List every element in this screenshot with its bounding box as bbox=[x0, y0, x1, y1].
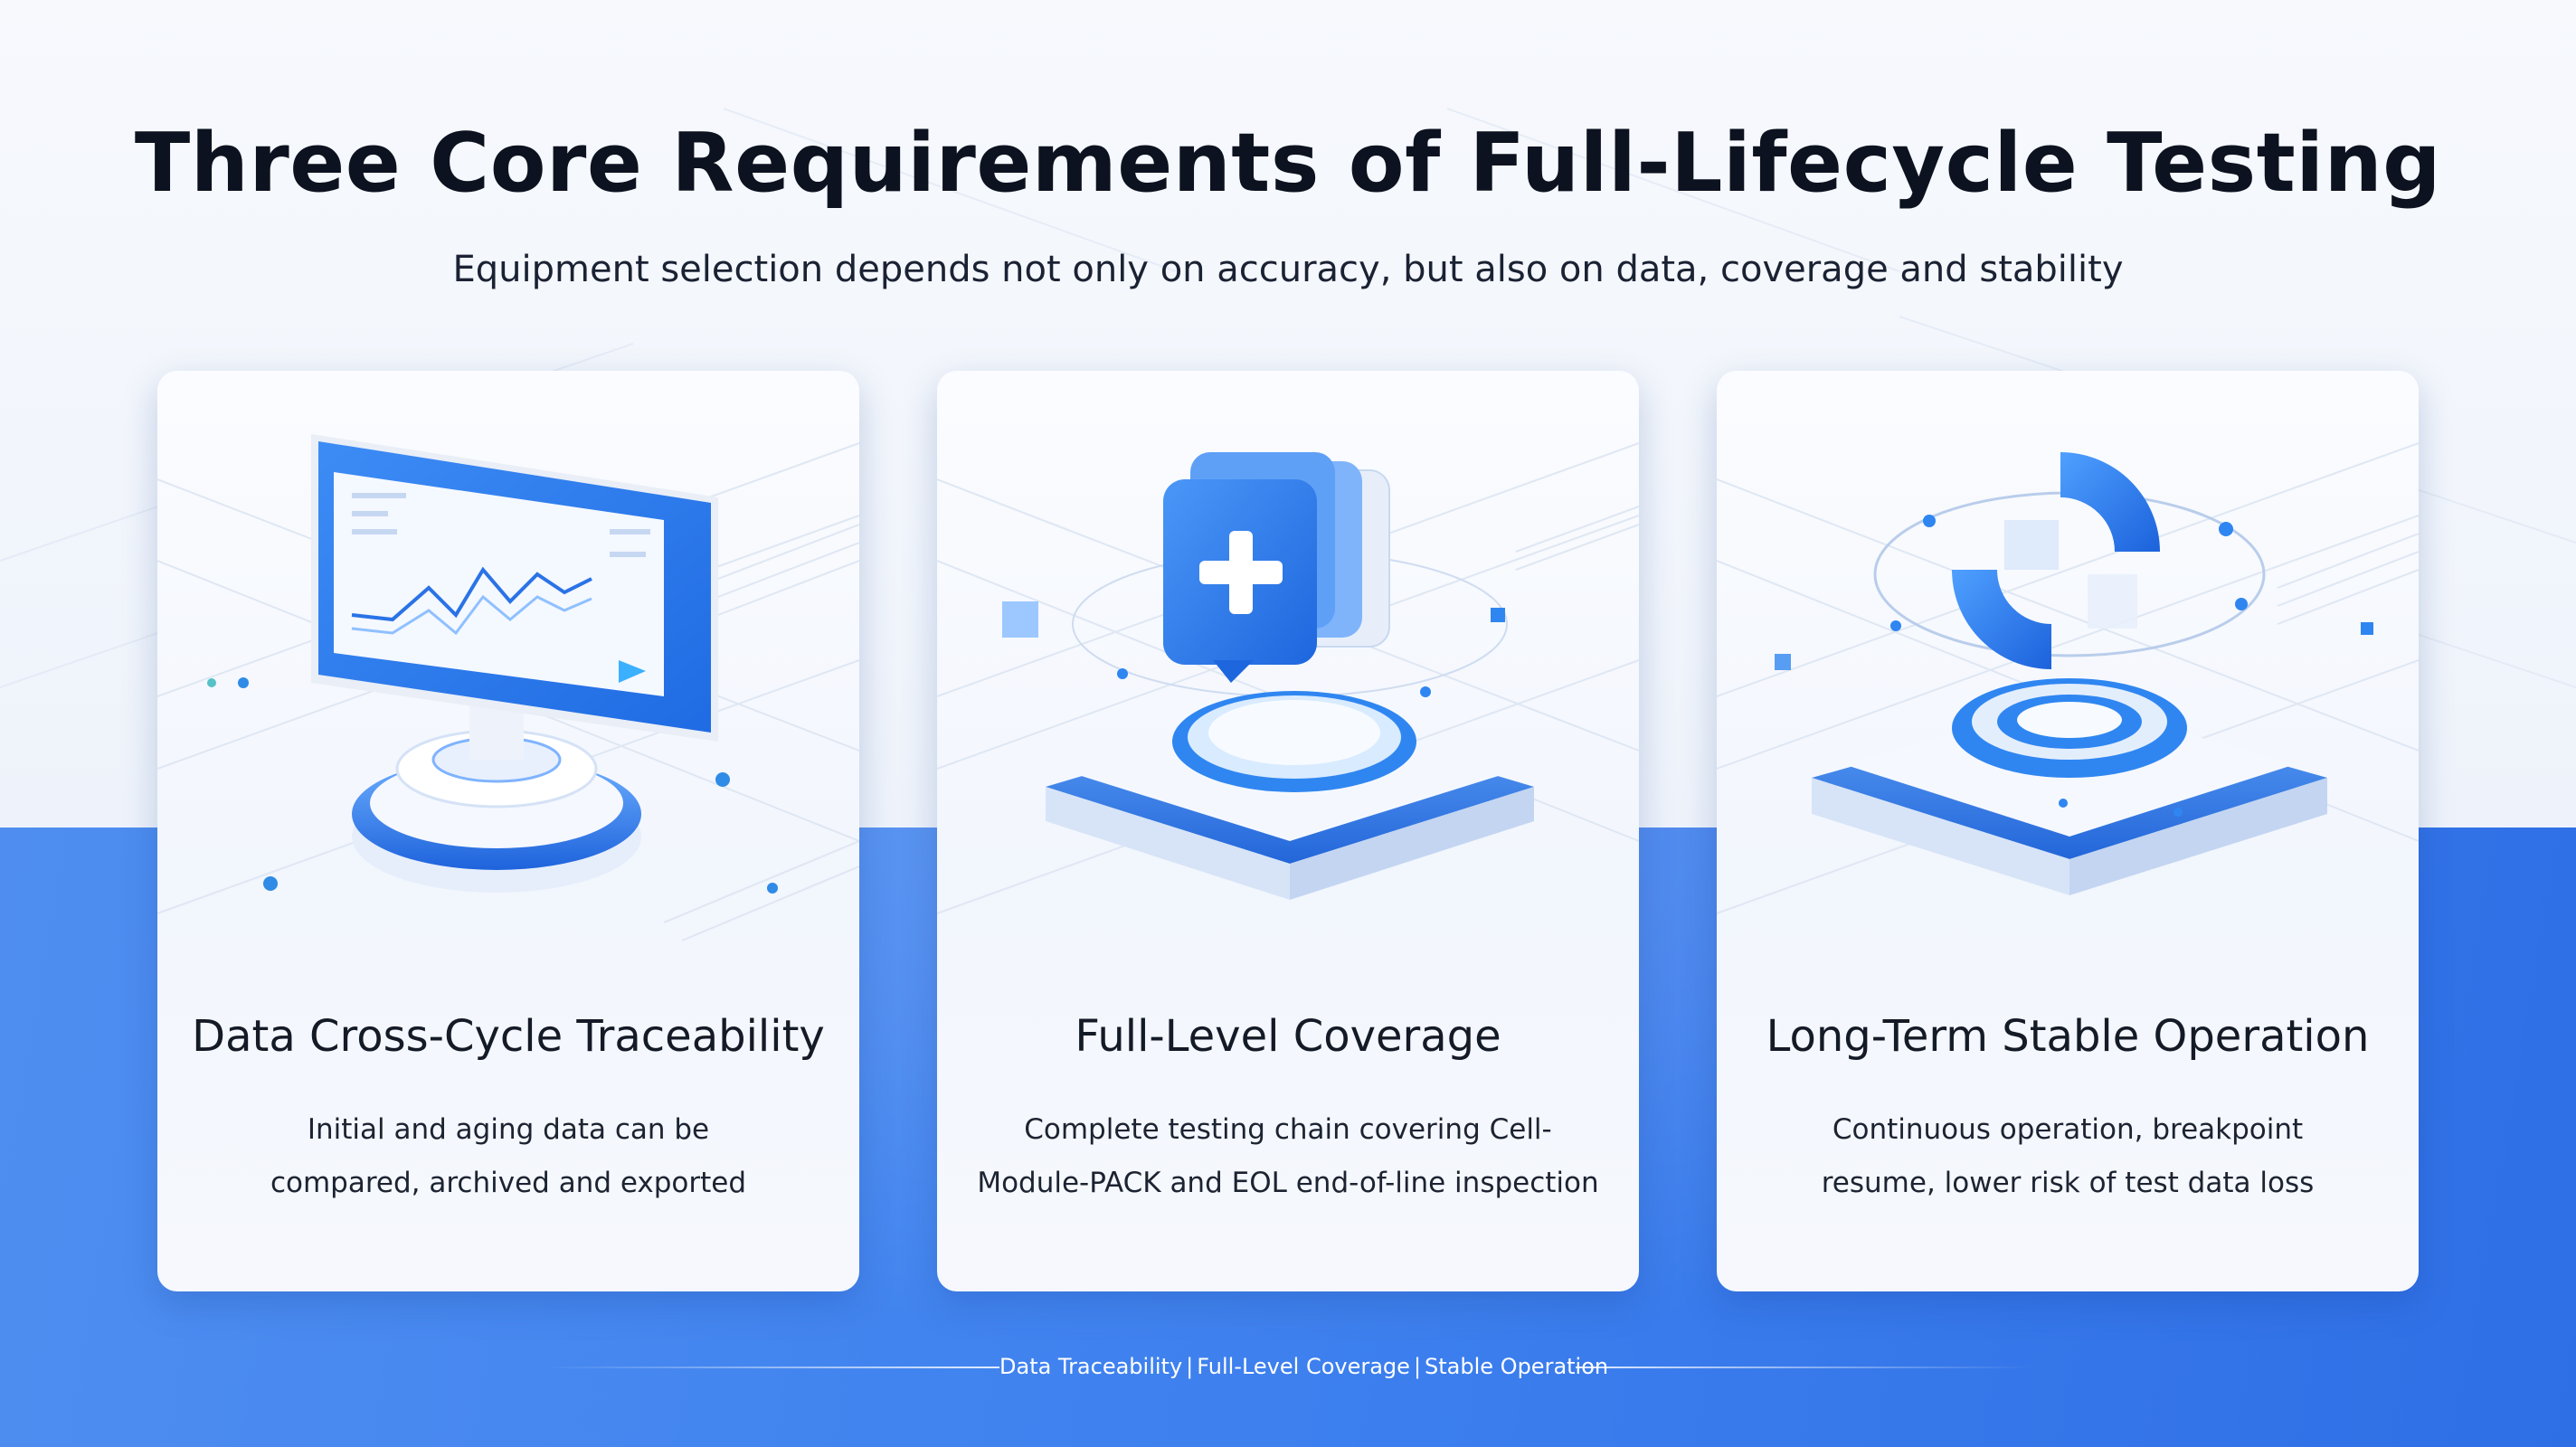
card-description-line: compared, archived and exported bbox=[270, 1167, 747, 1199]
cycle-arrows-platform-icon bbox=[1717, 442, 2419, 914]
card-data-traceability: Data Cross-Cycle Traceability Initial an… bbox=[157, 371, 859, 1291]
card-description-line: resume, lower risk of test data loss bbox=[1821, 1167, 2315, 1199]
stacked-plus-layers-icon bbox=[937, 442, 1639, 914]
card-description-line: Initial and aging data can be bbox=[307, 1113, 710, 1146]
page-subtitle: Equipment selection depends not only on … bbox=[452, 249, 2124, 290]
card-title: Full-Level Coverage bbox=[1075, 1011, 1501, 1062]
footer-divider-left bbox=[543, 1367, 999, 1368]
footer-item-full-level-coverage: Full-Level Coverage bbox=[1197, 1354, 1410, 1379]
card-description: Initial and aging data can be compared, … bbox=[194, 1103, 823, 1210]
footer-separator: | bbox=[1413, 1354, 1422, 1379]
page-title: Three Core Requirements of Full-Lifecycl… bbox=[134, 116, 2442, 211]
footer-divider-right bbox=[1576, 1367, 2032, 1368]
card-description: Continuous operation, breakpoint resume,… bbox=[1753, 1103, 2382, 1210]
card-title: Long-Term Stable Operation bbox=[1766, 1011, 2370, 1062]
card-description-line: Module-PACK and EOL end-of-line inspecti… bbox=[977, 1167, 1599, 1199]
footer-item-data-traceability: Data Traceability bbox=[999, 1354, 1183, 1379]
footer-tagline: Data Traceability|Full-Level Coverage|St… bbox=[0, 1351, 2576, 1382]
footer-text: Data Traceability|Full-Level Coverage|St… bbox=[999, 1351, 1608, 1382]
card-description-line: Continuous operation, breakpoint bbox=[1832, 1113, 2304, 1146]
card-full-level-coverage: Full-Level Coverage Complete testing cha… bbox=[937, 371, 1639, 1291]
card-description: Complete testing chain covering Cell- Mo… bbox=[973, 1103, 1603, 1210]
card-title: Data Cross-Cycle Traceability bbox=[192, 1011, 825, 1062]
footer-separator: | bbox=[1186, 1354, 1194, 1379]
monitor-dashboard-icon bbox=[157, 434, 859, 941]
card-description-line: Complete testing chain covering Cell- bbox=[1024, 1113, 1552, 1146]
card-long-term-stable-operation: Long-Term Stable Operation Continuous op… bbox=[1717, 371, 2419, 1291]
